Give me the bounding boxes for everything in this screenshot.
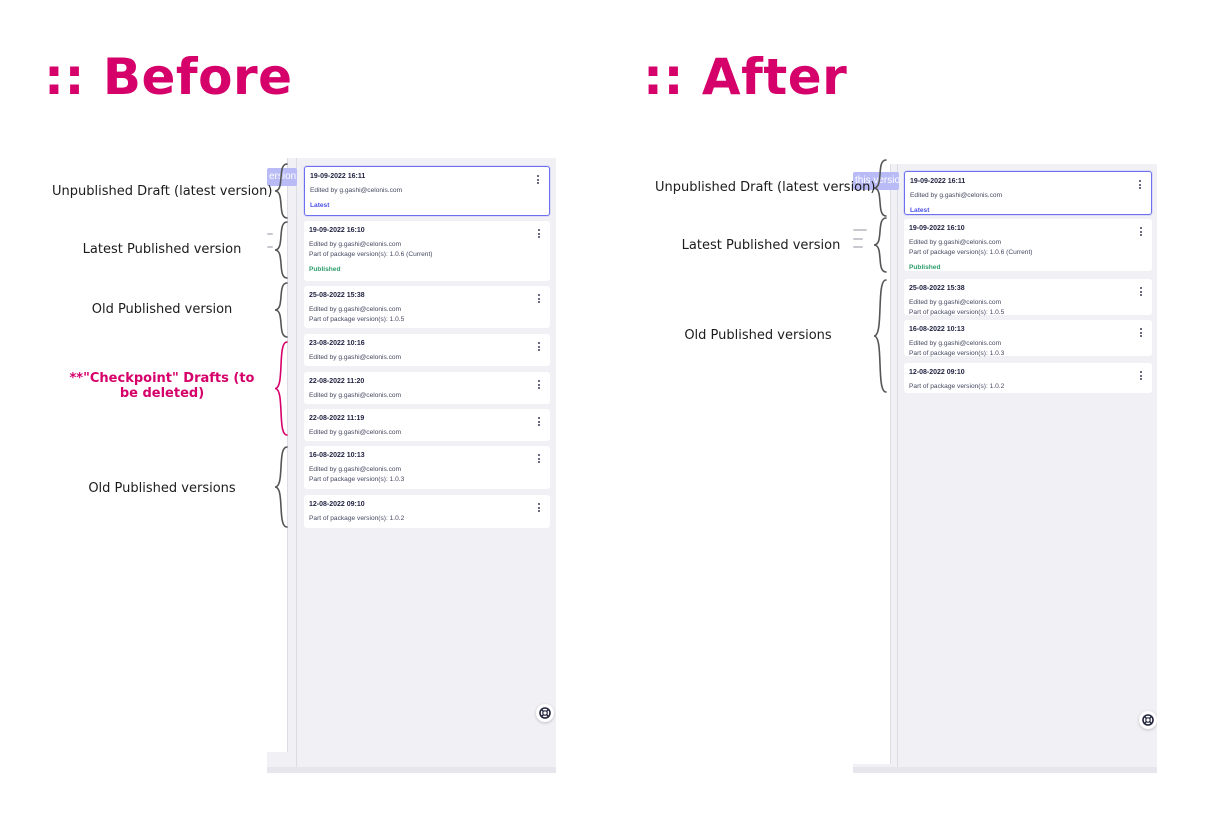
before-label-latest-published: Latest Published version	[82, 242, 242, 257]
version-detail: Edited by g.gashi@celonis.com	[310, 187, 403, 194]
kebab-menu-icon[interactable]	[1140, 371, 1142, 382]
lifebuoy-icon	[1142, 714, 1154, 726]
after-divider-2	[897, 164, 898, 768]
lifebuoy-icon	[539, 707, 551, 719]
version-date: 19-09-2022 16:10	[909, 225, 965, 232]
after-ghost-line	[853, 246, 863, 248]
version-detail: Part of package version(s): 1.0.3	[309, 476, 405, 483]
before-label-checkpoint-drafts: **"Checkpoint" Drafts (to be deleted)	[69, 371, 255, 401]
after-ghost-line	[853, 238, 863, 240]
kebab-menu-icon[interactable]	[537, 175, 539, 186]
version-date: 19-09-2022 16:11	[310, 173, 366, 180]
before-divider	[287, 158, 288, 752]
kebab-menu-icon[interactable]	[538, 380, 540, 391]
version-detail: Part of package version(s): 1.0.2	[309, 515, 405, 522]
version-date: 12-08-2022 09:10	[309, 501, 365, 508]
after-left-strip	[853, 164, 890, 764]
kebab-menu-icon[interactable]	[538, 503, 540, 514]
after-ghost-line	[853, 229, 867, 231]
version-detail: Edited by g.gashi@celonis.com	[309, 241, 402, 248]
version-detail: Edited by g.gashi@celonis.com	[309, 429, 402, 436]
version-date: 22-08-2022 11:19	[309, 415, 365, 422]
version-detail: Edited by g.gashi@celonis.com	[909, 239, 1002, 246]
version-detail: Edited by g.gashi@celonis.com	[909, 340, 1002, 347]
help-button[interactable]	[536, 704, 554, 722]
version-detail: Edited by g.gashi@celonis.com	[909, 299, 1002, 306]
version-detail: Part of package version(s): 1.0.2	[909, 383, 1005, 390]
version-detail: Part of package version(s): 1.0.3	[909, 350, 1005, 357]
version-detail: Edited by g.gashi@celonis.com	[309, 392, 402, 399]
kebab-menu-icon[interactable]	[1139, 180, 1141, 191]
before-label-unpublished-draft: Unpublished Draft (latest version)	[52, 184, 273, 199]
before-heading: :: Before	[44, 48, 293, 106]
version-detail: Part of package version(s): 1.0.5	[909, 309, 1005, 316]
version-detail: Edited by g.gashi@celonis.com	[309, 354, 402, 361]
version-date: 25-08-2022 15:38	[909, 285, 965, 292]
latest-badge: Latest	[310, 202, 330, 209]
before-ghost-line	[267, 233, 273, 235]
version-detail: Edited by g.gashi@celonis.com	[309, 306, 402, 313]
after-heading: :: After	[643, 48, 848, 106]
version-detail: Edited by g.gashi@celonis.com	[910, 192, 1003, 199]
kebab-menu-icon[interactable]	[538, 342, 540, 353]
kebab-menu-icon[interactable]	[1140, 227, 1142, 238]
before-divider-2	[296, 158, 297, 768]
published-badge: Published	[909, 264, 941, 271]
version-detail: Edited by g.gashi@celonis.com	[309, 466, 402, 473]
kebab-menu-icon[interactable]	[1140, 287, 1142, 298]
kebab-menu-icon[interactable]	[1140, 328, 1142, 339]
version-date: 19-09-2022 16:10	[309, 227, 365, 234]
after-divider	[890, 164, 891, 764]
version-detail: Part of package version(s): 1.0.5	[309, 316, 405, 323]
after-label-latest-published: Latest Published version	[681, 238, 841, 253]
version-date: 16-08-2022 10:13	[909, 326, 965, 333]
version-detail: Part of package version(s): 1.0.6 (Curre…	[309, 251, 433, 258]
version-date: 12-08-2022 09:10	[909, 369, 965, 376]
before-label-old-published: Old Published version	[91, 302, 233, 317]
after-bottom-bar	[853, 767, 1157, 773]
kebab-menu-icon[interactable]	[538, 454, 540, 465]
version-date: 25-08-2022 15:38	[309, 292, 365, 299]
after-label-unpublished-draft: Unpublished Draft (latest version)	[655, 180, 876, 195]
kebab-menu-icon[interactable]	[538, 294, 540, 305]
version-date: 19-09-2022 16:11	[910, 178, 966, 185]
after-label-old-published-versions: Old Published versions	[684, 328, 832, 343]
kebab-menu-icon[interactable]	[538, 229, 540, 240]
kebab-menu-icon[interactable]	[538, 417, 540, 428]
version-detail: Part of package version(s): 1.0.6 (Curre…	[909, 249, 1033, 256]
before-label-old-published-versions: Old Published versions	[88, 481, 236, 496]
help-button[interactable]	[1139, 711, 1157, 729]
version-date: 16-08-2022 10:13	[309, 452, 365, 459]
latest-badge: Latest	[910, 207, 930, 214]
before-ghost-line	[267, 246, 273, 248]
version-date: 23-08-2022 10:16	[309, 340, 365, 347]
version-date: 22-08-2022 11:20	[309, 378, 365, 385]
before-bottom-bar	[267, 767, 556, 773]
published-badge: Published	[309, 266, 341, 273]
